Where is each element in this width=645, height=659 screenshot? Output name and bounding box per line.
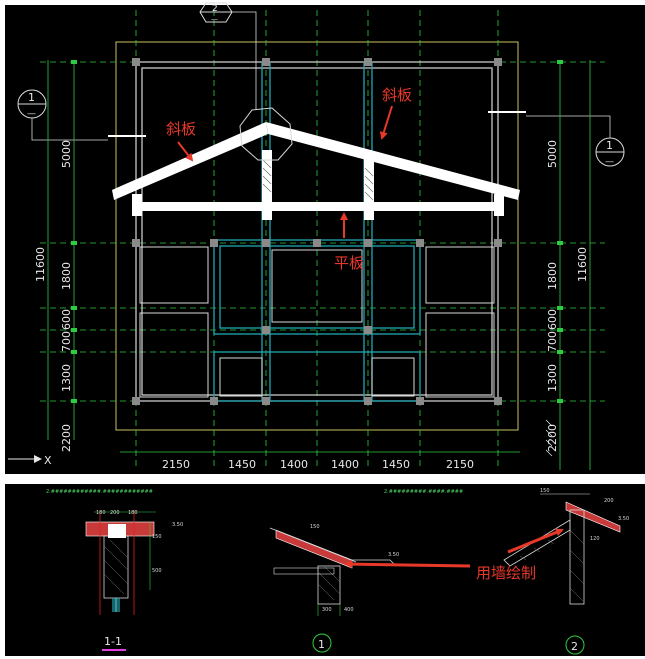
svg-text:3.50: 3.50 xyxy=(618,516,629,522)
left-dim-5: 2200 xyxy=(60,424,73,452)
detail-1: 2.#########.####.#### 150 300 400 3.50 1 xyxy=(269,489,463,653)
left-dimension-chain: 5000 1800 600 700 1300 2200 11600 xyxy=(34,60,77,452)
section-marker-left: 1 — xyxy=(17,89,146,141)
svg-text:200: 200 xyxy=(604,498,614,504)
hatch xyxy=(262,159,374,201)
svg-text:300: 300 xyxy=(322,607,332,613)
bottom-dimension-chain: 2150 1450 1400 1400 1450 2150 xyxy=(120,451,520,471)
svg-text:—: — xyxy=(211,15,218,23)
detail-section-1-1: 2.############.############ 180 200 180 … xyxy=(46,489,183,651)
svg-text:3.50: 3.50 xyxy=(388,552,399,558)
left-dim-0: 5000 xyxy=(60,140,73,168)
right-dim-0: 5000 xyxy=(546,140,559,168)
left-dim-1: 1800 xyxy=(60,262,73,290)
bottom-dim-0: 2150 xyxy=(162,458,190,471)
bottom-dim-1: 1450 xyxy=(228,458,256,471)
right-dim-4: 1300 xyxy=(546,364,559,392)
left-dim-total: 11600 xyxy=(34,247,47,282)
slope-slab-right xyxy=(266,122,520,200)
svg-text:—: — xyxy=(27,109,36,119)
svg-text:150: 150 xyxy=(152,534,162,540)
right-dim-hatch xyxy=(545,419,553,457)
wall-annotation: 用墙绘制 xyxy=(344,528,564,582)
detail-middle-circle: 1 xyxy=(318,638,325,651)
right-dim-total: 11600 xyxy=(576,247,589,282)
label-slope-slab-right: 斜板 xyxy=(382,86,412,104)
detail-right-circle: 2 xyxy=(571,640,578,653)
bottom-dim-4: 1450 xyxy=(382,458,410,471)
section-marker-right: 1 — xyxy=(488,111,625,167)
red-annotations: 斜板 斜板 平板 xyxy=(166,86,412,272)
detail-left-mark: 1-1 xyxy=(104,635,122,648)
columns xyxy=(132,58,502,405)
bottom-dim-5: 2150 xyxy=(446,458,474,471)
svg-text:3.50: 3.50 xyxy=(172,522,183,528)
svg-text:400: 400 xyxy=(344,607,354,613)
right-dim-5: 2200 xyxy=(546,424,559,452)
left-dim-3: 700 xyxy=(60,331,73,352)
label-draw-with-wall: 用墙绘制 xyxy=(476,564,536,582)
svg-text:200: 200 xyxy=(110,510,120,516)
right-dim-1: 1800 xyxy=(546,262,559,290)
right-dim-2: 600 xyxy=(546,309,559,330)
svg-text:150: 150 xyxy=(310,524,320,530)
left-dim-4: 1300 xyxy=(60,364,73,392)
ridge-marker xyxy=(239,107,293,161)
axis-indicator: X xyxy=(8,454,52,467)
svg-text:—: — xyxy=(605,157,614,167)
right-dimension-chain: 5000 1800 600 700 1300 2200 11600 xyxy=(545,60,591,470)
detail-middle-heading: 2.#########.####.#### xyxy=(384,489,463,495)
svg-text:180: 180 xyxy=(96,510,106,516)
axis-x-label: X xyxy=(44,454,52,467)
detail-2: 150 200 120 3.50 2 xyxy=(503,488,629,655)
right-dim-3: 700 xyxy=(546,331,559,352)
label-flat-slab: 平板 xyxy=(334,254,364,272)
svg-text:500: 500 xyxy=(152,568,162,574)
room-outlines xyxy=(139,246,495,398)
label-slope-slab-left: 斜板 xyxy=(166,120,196,138)
section-marker-left-number: 1 xyxy=(28,91,35,104)
bottom-dim-3: 1400 xyxy=(331,458,359,471)
svg-text:180: 180 xyxy=(128,510,138,516)
details-panel-background xyxy=(5,484,645,656)
beam-lines xyxy=(213,62,421,402)
detail-left-heading: 2.############.############ xyxy=(46,489,153,495)
left-dim-2: 600 xyxy=(60,309,73,330)
svg-text:150: 150 xyxy=(540,488,550,494)
section-marker-right-number: 1 xyxy=(606,139,613,152)
section-marker-top-number: 2 xyxy=(212,4,218,14)
svg-text:120: 120 xyxy=(590,536,600,542)
section-marker-top: 2 — xyxy=(199,2,257,110)
bottom-dim-2: 1400 xyxy=(280,458,308,471)
flat-slab xyxy=(136,202,498,211)
